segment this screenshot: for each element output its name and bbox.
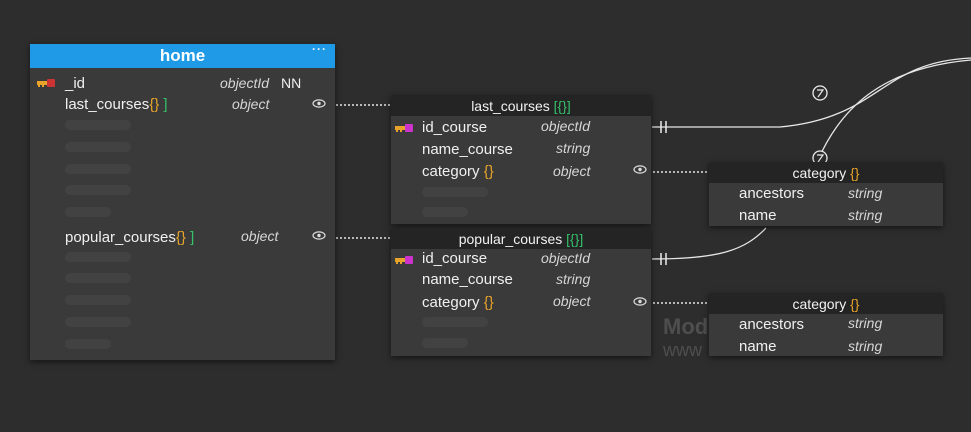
- watermark-line1: Mod: [663, 314, 709, 339]
- last-courses-box[interactable]: last_courses [{}] id_course objectId nam…: [391, 95, 651, 224]
- field-id-course-type: objectId: [541, 118, 591, 134]
- placeholder-row: [65, 185, 131, 195]
- placeholder-row: [422, 207, 468, 217]
- field-popular-courses-close: ]: [190, 229, 195, 246]
- field-category-braces: {}: [483, 163, 494, 180]
- eye-icon[interactable]: [312, 231, 326, 240]
- field-popular-courses-type: object: [241, 228, 279, 244]
- last-courses-title-braces: [{}]: [553, 97, 571, 114]
- field-name-name[interactable]: name: [739, 338, 777, 355]
- popular-courses-title-braces: [{}]: [566, 230, 584, 247]
- placeholder-row: [65, 252, 131, 262]
- field-ancestors-name[interactable]: ancestors: [739, 185, 805, 202]
- field-last-courses-name: last_courses: [65, 96, 150, 113]
- popular-courses-box[interactable]: popular_courses [{}] id_course objectId …: [391, 228, 651, 356]
- category-title: category: [792, 295, 847, 312]
- field-id-type: objectId: [220, 75, 270, 91]
- placeholder-row: [422, 187, 488, 197]
- eye-icon[interactable]: [633, 297, 647, 306]
- category-title: category: [792, 164, 847, 181]
- field-last-courses-braces: {}: [149, 96, 160, 113]
- cardinality-circle-marker: [812, 85, 828, 101]
- field-popular-courses-braces: {}: [175, 229, 186, 246]
- field-id-name[interactable]: _id: [65, 75, 86, 92]
- category-title-braces: {}: [850, 295, 860, 312]
- field-popular-courses[interactable]: popular_courses{} ]: [65, 229, 194, 246]
- more-options-icon[interactable]: ···: [312, 42, 327, 56]
- relation-line-last-courses[interactable]: [652, 57, 971, 128]
- field-ancestors-type: string: [848, 185, 883, 201]
- eye-icon[interactable]: [633, 165, 647, 174]
- field-last-courses-type: object: [232, 96, 270, 112]
- category-box[interactable]: category {} ancestors string name string: [709, 162, 943, 226]
- field-id-course-type: objectId: [541, 250, 591, 266]
- home-collection-box[interactable]: home ··· _id objectId NN last_courses{} …: [30, 42, 335, 360]
- relation-line-category[interactable]: [817, 59, 971, 161]
- placeholder-row: [65, 120, 131, 130]
- foreign-key-icon: [395, 124, 413, 132]
- last-courses-title: last_courses: [471, 97, 550, 114]
- eye-icon[interactable]: [312, 99, 326, 108]
- relation-line-popular-courses[interactable]: [651, 227, 767, 260]
- placeholder-row: [422, 338, 468, 348]
- field-name-course-type: string: [556, 271, 591, 287]
- field-ancestors-type: string: [848, 315, 883, 331]
- category-title-braces: {}: [850, 164, 860, 181]
- field-ancestors-name[interactable]: ancestors: [739, 316, 805, 333]
- field-popular-courses-name: popular_courses: [65, 229, 176, 246]
- placeholder-row: [65, 295, 131, 305]
- home-header[interactable]: home ···: [30, 42, 335, 68]
- placeholder-row: [65, 317, 131, 327]
- field-last-courses[interactable]: last_courses{} ]: [65, 96, 168, 113]
- cardinality-one-marker: [660, 121, 667, 133]
- field-name-name[interactable]: name: [739, 207, 777, 224]
- category-box[interactable]: category {} ancestors string name string: [709, 293, 943, 356]
- field-category-type: object: [553, 163, 591, 179]
- field-last-courses-close: ]: [163, 96, 168, 113]
- field-name-course-name[interactable]: name_course: [422, 141, 513, 158]
- popular-courses-title: popular_courses: [458, 230, 563, 247]
- field-name-type: string: [848, 338, 883, 354]
- field-category-type: object: [553, 293, 591, 309]
- field-name-course-type: string: [556, 140, 591, 156]
- placeholder-row: [65, 207, 111, 217]
- placeholder-row: [65, 142, 131, 152]
- placeholder-row: [65, 273, 131, 283]
- placeholder-row: [65, 339, 111, 349]
- field-category-braces: {}: [483, 294, 494, 311]
- primary-key-icon: [37, 79, 55, 87]
- category-header[interactable]: category {}: [709, 293, 943, 314]
- field-id-course-name[interactable]: id_course: [422, 250, 488, 267]
- field-category-name: category: [422, 294, 480, 311]
- popular-courses-header[interactable]: popular_courses [{}]: [391, 228, 651, 249]
- not-null-flag: NN: [281, 75, 302, 91]
- cardinality-circle-marker: [812, 150, 828, 166]
- field-category[interactable]: category {}: [422, 294, 494, 311]
- field-category-name: category: [422, 163, 480, 180]
- field-id-course-name[interactable]: id_course: [422, 119, 488, 136]
- category-header[interactable]: category {}: [709, 162, 943, 183]
- watermark-line2: www: [663, 340, 702, 360]
- field-name-type: string: [848, 207, 883, 223]
- foreign-key-icon: [395, 256, 413, 264]
- field-name-course-name[interactable]: name_course: [422, 271, 513, 288]
- field-category[interactable]: category {}: [422, 163, 494, 180]
- home-title: home: [159, 46, 206, 65]
- placeholder-row: [422, 317, 488, 327]
- last-courses-header[interactable]: last_courses [{}]: [391, 95, 651, 116]
- cardinality-one-marker: [660, 253, 667, 265]
- placeholder-row: [65, 164, 131, 174]
